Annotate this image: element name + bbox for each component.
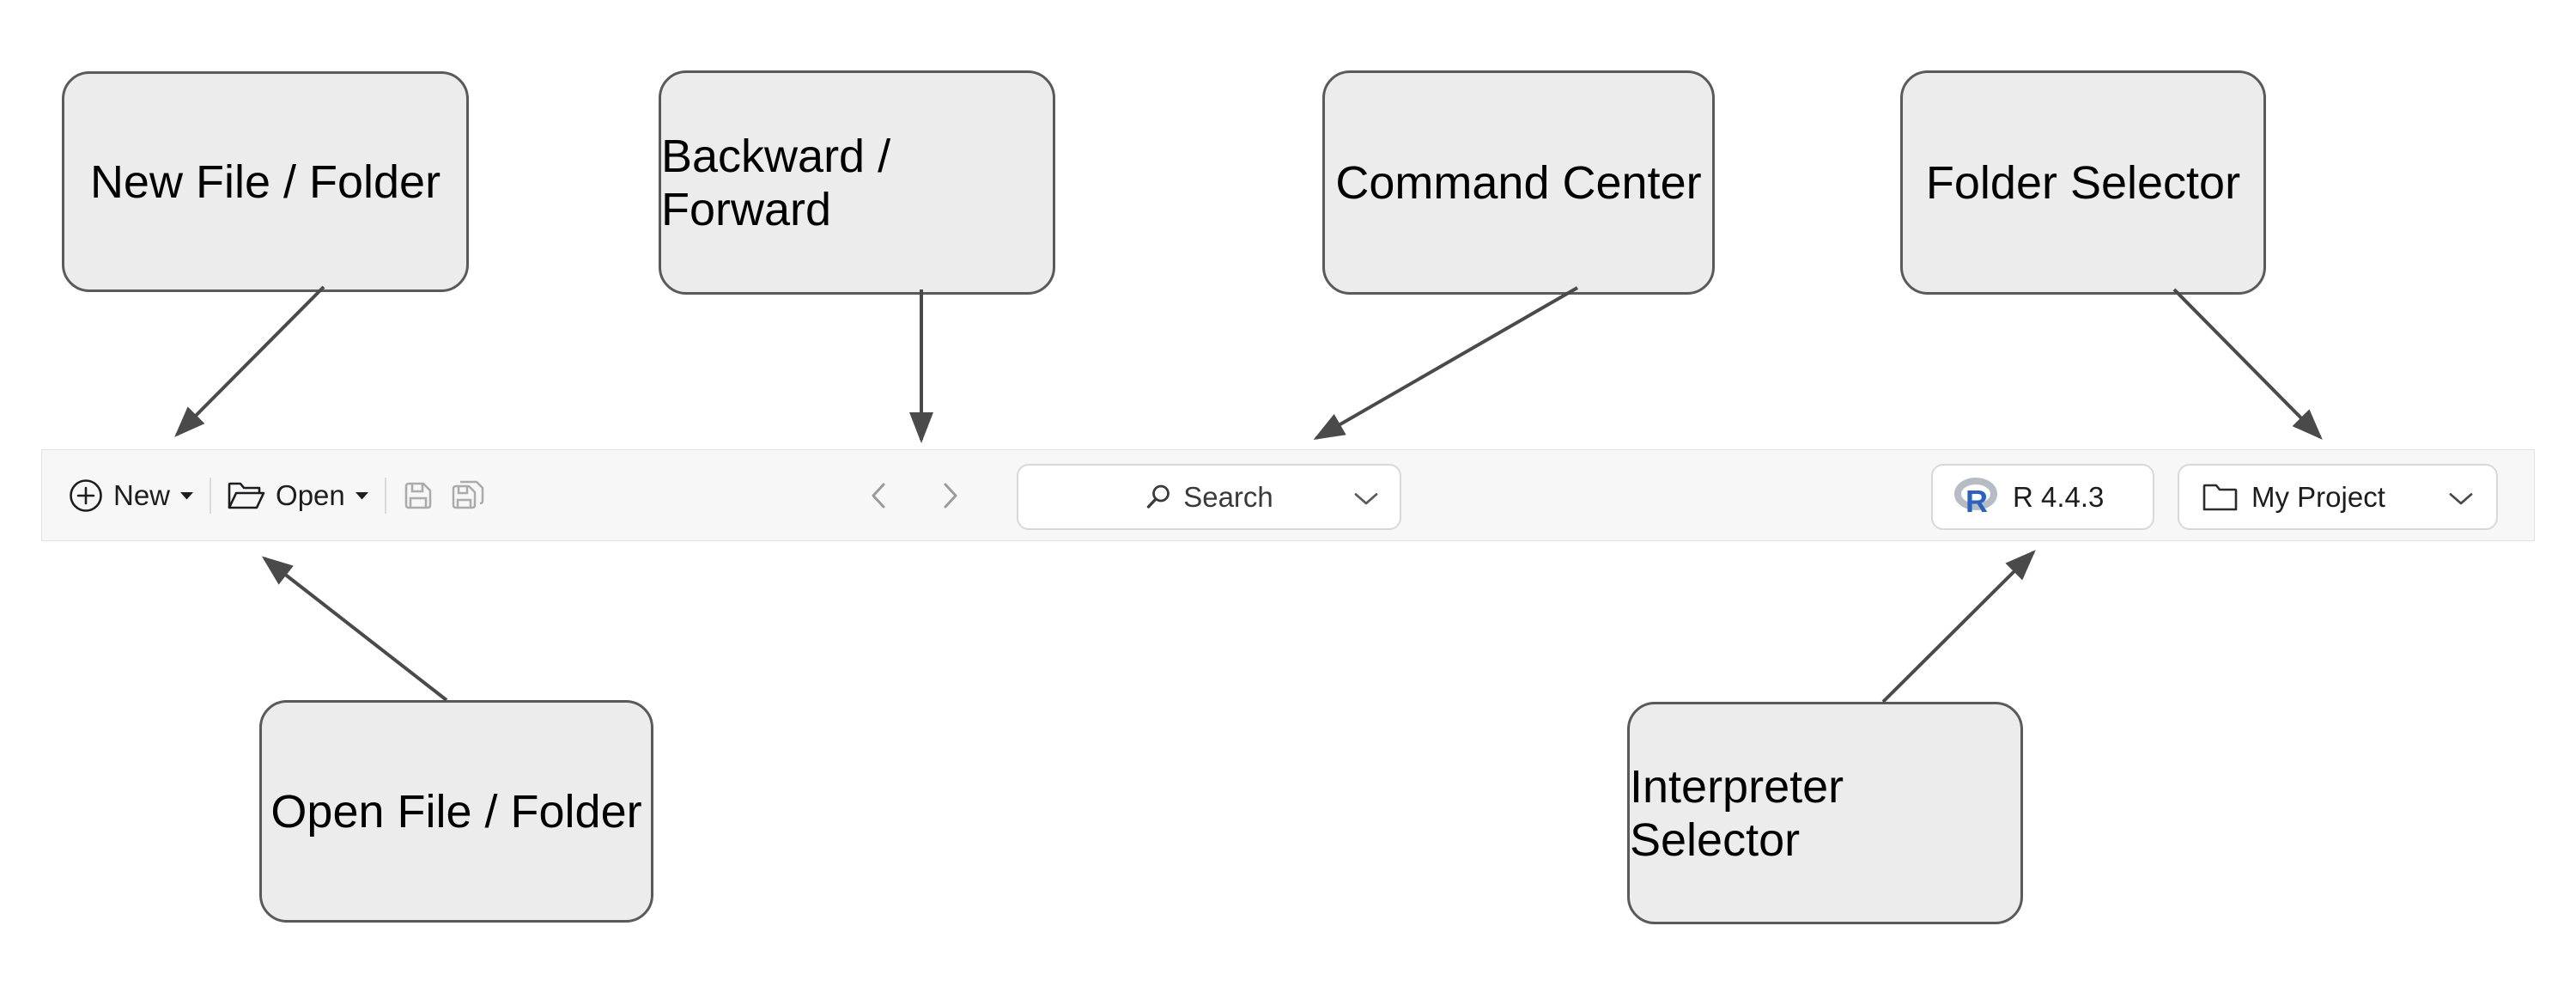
navigation-group	[860, 450, 969, 540]
open-button[interactable]: Open	[227, 479, 369, 512]
callout-backward-forward: Backward / Forward	[659, 70, 1055, 295]
svg-text:R: R	[1965, 484, 1988, 517]
new-label: New	[113, 478, 171, 511]
folder-icon	[2202, 482, 2239, 513]
command-center-button[interactable]: Search	[1017, 464, 1401, 530]
callout-interpreter-selector: Interpreter Selector	[1627, 702, 2023, 924]
chevron-down-icon	[1353, 492, 1379, 506]
connector-arrow-open-file-folder	[261, 556, 448, 702]
search-label: Search	[1183, 480, 1273, 513]
interpreter-button[interactable]: R R 4.4.3	[1931, 464, 2154, 530]
connector-arrow-command-center	[1313, 286, 1578, 440]
chevron-right-icon	[940, 481, 961, 510]
forward-button[interactable]	[932, 475, 969, 516]
search-icon	[1145, 484, 1172, 511]
back-button[interactable]	[860, 475, 897, 516]
callout-command-center: Command Center	[1322, 70, 1715, 295]
toolbar-left-group: New Open	[68, 450, 488, 540]
callout-label: Command Center	[1335, 156, 1702, 209]
folder-open-icon	[227, 479, 266, 512]
callout-label: Folder Selector	[1925, 156, 2241, 209]
caret-down-icon	[355, 491, 369, 500]
callout-label: Interpreter Selector	[1630, 760, 1844, 866]
callout-label: New File / Folder	[89, 155, 441, 208]
save-button[interactable]	[402, 479, 434, 512]
callout-label: Backward / Forward	[661, 130, 891, 235]
interpreter-label: R 4.4.3	[2013, 480, 2105, 513]
save-all-button[interactable]	[450, 478, 488, 513]
callout-label: Open File / Folder	[270, 785, 642, 838]
open-label: Open	[276, 478, 345, 511]
callout-new-file-folder: New File / Folder	[62, 71, 469, 292]
project-button[interactable]: My Project	[2178, 464, 2498, 530]
callout-open-file-folder: Open File / Folder	[259, 700, 653, 923]
chevron-down-icon	[2448, 492, 2474, 506]
r-logo-icon: R	[1953, 477, 2002, 517]
new-button[interactable]: New	[68, 478, 194, 514]
project-label: My Project	[2251, 480, 2385, 513]
toolbar-separator	[384, 477, 386, 514]
caret-down-icon	[179, 491, 194, 500]
toolbar: New Open	[41, 449, 2535, 541]
save-all-icon	[450, 478, 488, 513]
connector-arrow-new-file-folder	[174, 285, 325, 437]
toolbar-separator	[210, 477, 212, 514]
connector-arrow-folder-selector	[2172, 288, 2323, 440]
chevron-left-icon	[868, 481, 889, 510]
callout-folder-selector: Folder Selector	[1900, 70, 2266, 295]
save-icon	[402, 479, 434, 512]
plus-circle-icon	[68, 478, 104, 514]
connector-arrow-interpreter-selector	[1881, 550, 2036, 704]
